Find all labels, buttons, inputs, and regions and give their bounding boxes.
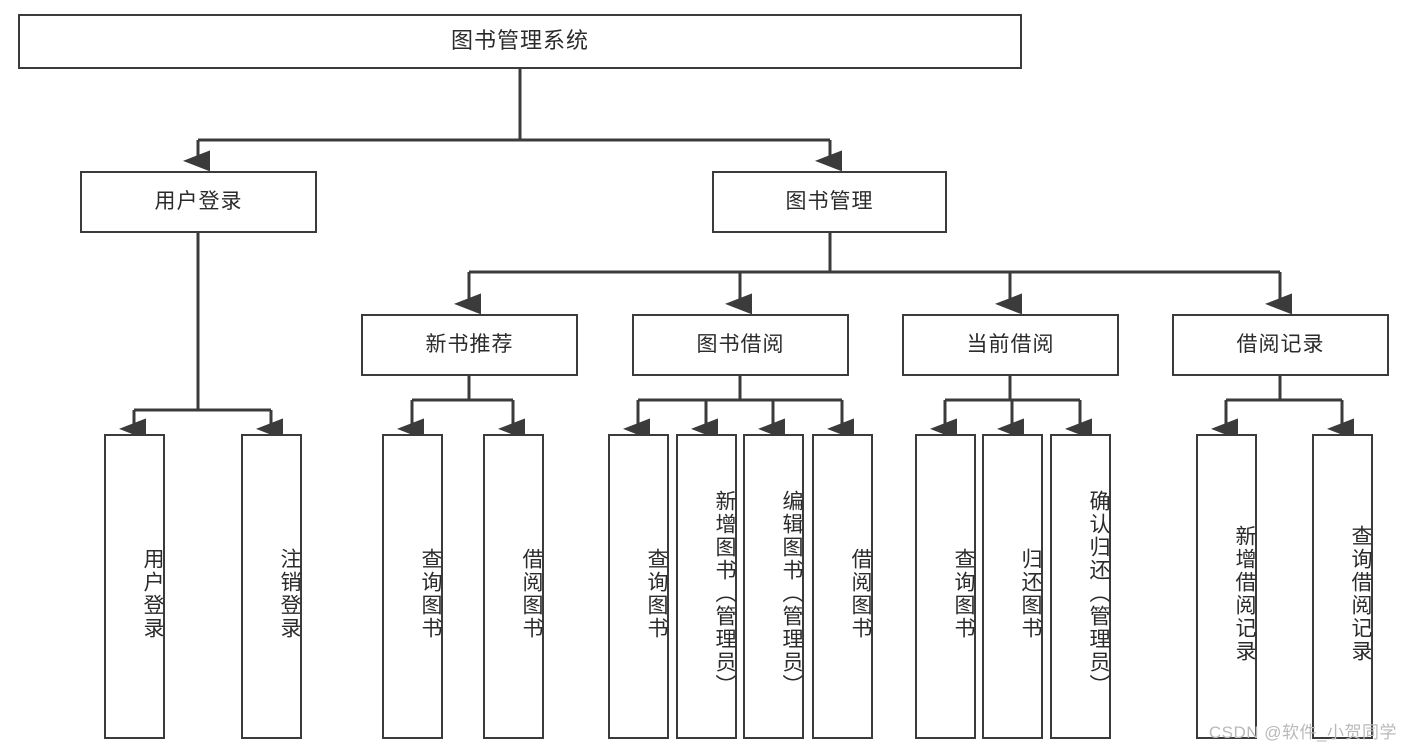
node-label: 当前借阅 <box>966 333 1055 357</box>
node-label: 图书管理系统 <box>450 28 589 54</box>
node-current-borrow[interactable]: 当前借阅 <box>902 314 1119 376</box>
node-leaf-user-login[interactable]: 用户登录 <box>104 434 165 739</box>
node-leaf-add-book[interactable]: 新增图书（管理员） <box>676 434 737 739</box>
node-leaf-borrow-book-2[interactable]: 借阅图书 <box>812 434 873 739</box>
node-label: 编辑图书（管理员） <box>780 490 803 697</box>
node-label: 注销登录 <box>278 547 301 640</box>
node-label: 查询借阅记录 <box>1349 524 1372 663</box>
node-label: 查询图书 <box>645 547 668 640</box>
node-label: 新书推荐 <box>425 333 514 357</box>
node-leaf-query-book-3[interactable]: 查询图书 <box>915 434 976 739</box>
node-leaf-query-record[interactable]: 查询借阅记录 <box>1312 434 1373 739</box>
node-label: 确认归还（管理员） <box>1087 490 1110 697</box>
node-label: 图书管理 <box>785 190 874 214</box>
node-book-borrow[interactable]: 图书借阅 <box>632 314 849 376</box>
node-leaf-query-book-1[interactable]: 查询图书 <box>382 434 443 739</box>
node-label: 借阅记录 <box>1236 333 1325 357</box>
node-label: 图书借阅 <box>696 333 785 357</box>
node-label: 查询图书 <box>952 547 975 640</box>
node-label: 归还图书 <box>1019 547 1042 640</box>
node-leaf-borrow-book-1[interactable]: 借阅图书 <box>483 434 544 739</box>
node-leaf-return-book[interactable]: 归还图书 <box>982 434 1043 739</box>
node-leaf-confirm-return[interactable]: 确认归还（管理员） <box>1050 434 1111 739</box>
watermark: CSDN @软件_小贺同学 <box>1208 723 1397 742</box>
node-leaf-add-record[interactable]: 新增借阅记录 <box>1196 434 1257 739</box>
node-book-manage[interactable]: 图书管理 <box>712 171 947 233</box>
node-leaf-query-book-2[interactable]: 查询图书 <box>608 434 669 739</box>
node-label: 用户登录 <box>154 190 243 214</box>
node-label: 查询图书 <box>419 547 442 640</box>
node-label: 新增图书（管理员） <box>713 490 736 697</box>
node-leaf-logout-login[interactable]: 注销登录 <box>241 434 302 739</box>
node-book-management-system[interactable]: 图书管理系统 <box>18 14 1022 69</box>
node-label: 借阅图书 <box>849 547 872 640</box>
node-new-book-recommend[interactable]: 新书推荐 <box>361 314 578 376</box>
node-label: 借阅图书 <box>520 547 543 640</box>
node-leaf-edit-book[interactable]: 编辑图书（管理员） <box>743 434 804 739</box>
node-label: 新增借阅记录 <box>1233 524 1256 663</box>
node-label: 用户登录 <box>141 547 164 640</box>
node-borrow-record[interactable]: 借阅记录 <box>1172 314 1389 376</box>
node-user-login[interactable]: 用户登录 <box>80 171 317 233</box>
